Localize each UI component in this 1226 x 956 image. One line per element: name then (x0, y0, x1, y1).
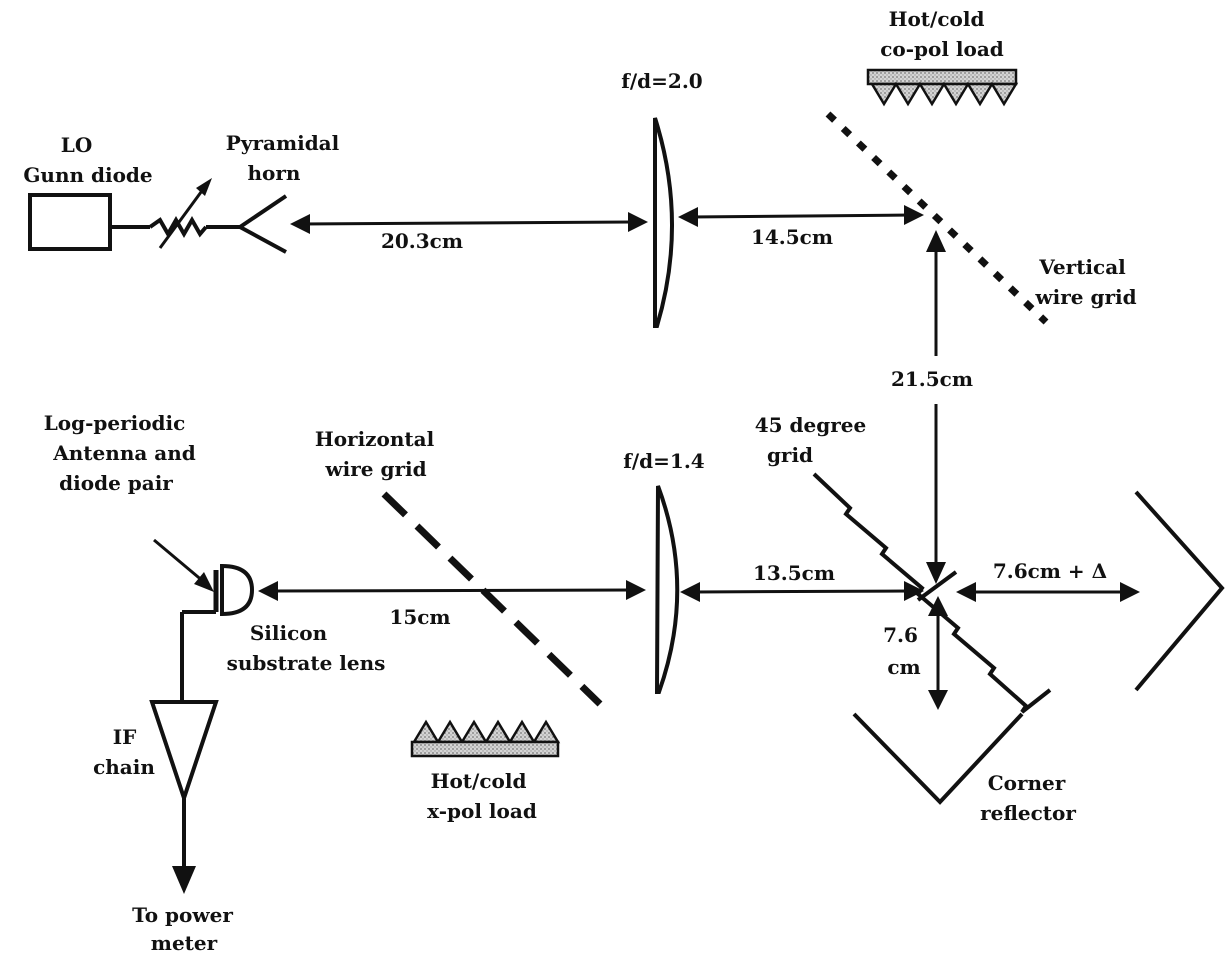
lo-label: LO Gunn diode (23, 133, 152, 187)
dist-7-6-delta-label: 7.6cm + Δ (993, 559, 1107, 583)
log-periodic-label: Log-periodic Antenna and diode pair (44, 411, 203, 495)
if-chain-label: IF chain (93, 725, 155, 779)
pyramidal-horn (238, 194, 288, 254)
dist-14-5-label: 14.5cm (751, 225, 833, 249)
horn-label: Pyramidal horn (226, 131, 346, 185)
right-corner-reflector (1134, 490, 1225, 692)
arrow-21-5cm (926, 230, 946, 584)
dist-13-5-label: 13.5cm (753, 561, 835, 585)
dist-7-6-label: 7.6 cm (883, 623, 925, 679)
arrow-7-6cm (928, 596, 948, 710)
dist-15-label: 15cm (389, 605, 450, 629)
power-meter-label: To power meter (132, 903, 240, 955)
grid-crossing-mark (916, 570, 958, 602)
bottom-corner-reflector (852, 712, 1024, 805)
dist-20-3-label: 20.3cm (381, 229, 463, 253)
arrow-20-3cm (290, 212, 648, 234)
horizontal-grid-label: Horizontal wire grid (315, 427, 441, 481)
horizontal-wire-grid (381, 491, 603, 707)
co-pol-load (866, 68, 1019, 107)
lens2-label: f/d=1.4 (623, 449, 705, 473)
grid45-label: 45 degree grid (755, 413, 873, 467)
arrow-7-6cm-delta (956, 582, 1140, 602)
lens1-label: f/d=2.0 (621, 69, 702, 93)
arrow-14-5cm (678, 205, 924, 227)
lo-gunn-diode (28, 193, 150, 251)
lens-fd-1-4 (654, 485, 680, 694)
silicon-lens-label: Silicon substrate lens (227, 621, 386, 675)
if-chain-amplifier (149, 700, 219, 894)
dist-21-5-label: 21.5cm (891, 367, 973, 391)
x-pol-load (410, 719, 561, 758)
log-periodic-pointer (153, 538, 214, 592)
variable-attenuator (148, 178, 240, 249)
co-pol-load-label: Hot/cold co-pol load (880, 7, 1004, 61)
corner-reflector-label: Corner reflector (980, 771, 1076, 825)
vertical-wire-grid (825, 111, 1049, 325)
silicon-substrate-lens (180, 563, 255, 700)
vertical-grid-label: Vertical wire grid (1034, 255, 1136, 309)
arrow-15cm (258, 580, 646, 601)
x-pol-load-label: Hot/cold x-pol load (427, 769, 537, 823)
arrow-13-5cm (680, 581, 924, 602)
lens-fd-2-0 (653, 117, 674, 328)
